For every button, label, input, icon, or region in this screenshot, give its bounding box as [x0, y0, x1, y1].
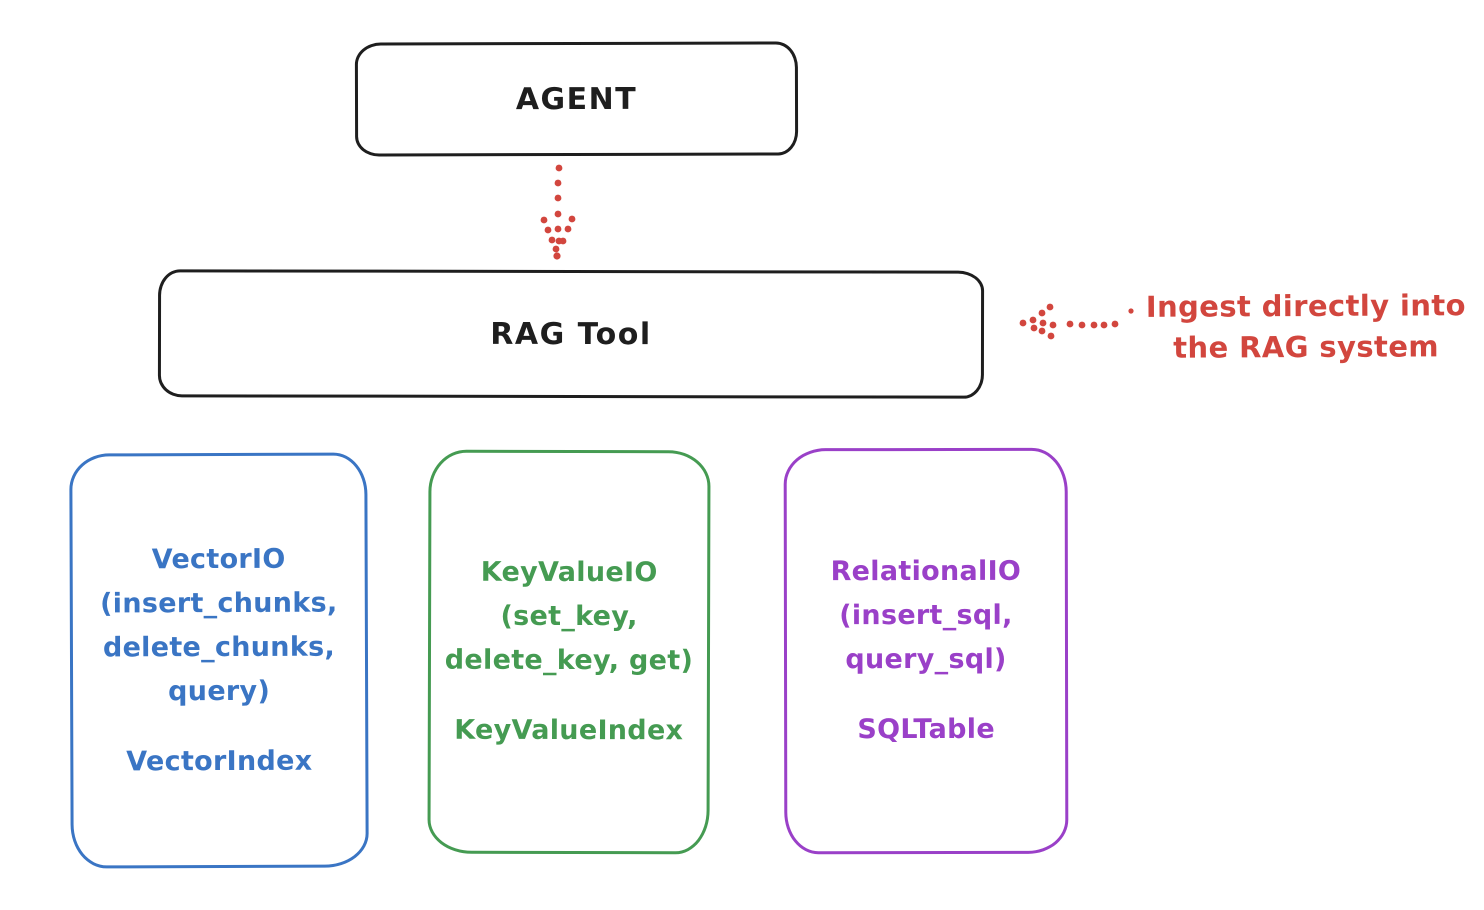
agent-node: AGENT: [354, 41, 799, 157]
keyvalueio-box: KeyValueIO (set_key, delete_key, get) Ke…: [427, 449, 711, 855]
relationalio-io-lines: RelationalIO (insert_sql, query_sql): [831, 550, 1022, 682]
relationalio-index-label: SQLTable: [857, 713, 995, 746]
relationalio-line: (insert_sql,: [839, 599, 1013, 632]
keyvalueio-line: (set_key,: [500, 600, 638, 633]
ingest-annotation: Ingest directly into the RAG system: [1138, 285, 1474, 369]
vectorio-line: (insert_chunks,: [100, 587, 338, 619]
rag-tool-label: RAG Tool: [490, 316, 652, 352]
keyvalueio-line: KeyValueIO: [480, 556, 658, 589]
ingest-annotation-line1: Ingest directly into: [1145, 288, 1467, 324]
dotted-left-arrow-icon: [1019, 303, 1134, 340]
vectorio-io-lines: VectorIO (insert_chunks, delete_chunks, …: [100, 537, 338, 714]
agent-label: AGENT: [515, 81, 638, 117]
vectorio-line: VectorIO: [151, 543, 286, 575]
vectorio-index-label: VectorIndex: [126, 745, 313, 777]
dotted-down-arrow-icon: [540, 164, 576, 260]
keyvalueio-io-lines: KeyValueIO (set_key, delete_key, get): [445, 551, 694, 684]
ingest-annotation-line2: the RAG system: [1173, 329, 1440, 365]
rag-tool-node: RAG Tool: [157, 269, 985, 399]
vectorio-line: query): [168, 675, 271, 707]
keyvalueio-index-label: KeyValueIndex: [454, 714, 684, 747]
vectorio-line: delete_chunks,: [102, 631, 336, 663]
relationalio-line: query_sql): [845, 643, 1007, 676]
keyvalueio-line: delete_key, get): [444, 644, 694, 677]
relationalio-line: RelationalIO: [830, 555, 1022, 588]
vectorio-box: VectorIO (insert_chunks, delete_chunks, …: [69, 452, 369, 869]
relationalio-box: RelationalIO (insert_sql, query_sql) SQL…: [783, 447, 1069, 855]
